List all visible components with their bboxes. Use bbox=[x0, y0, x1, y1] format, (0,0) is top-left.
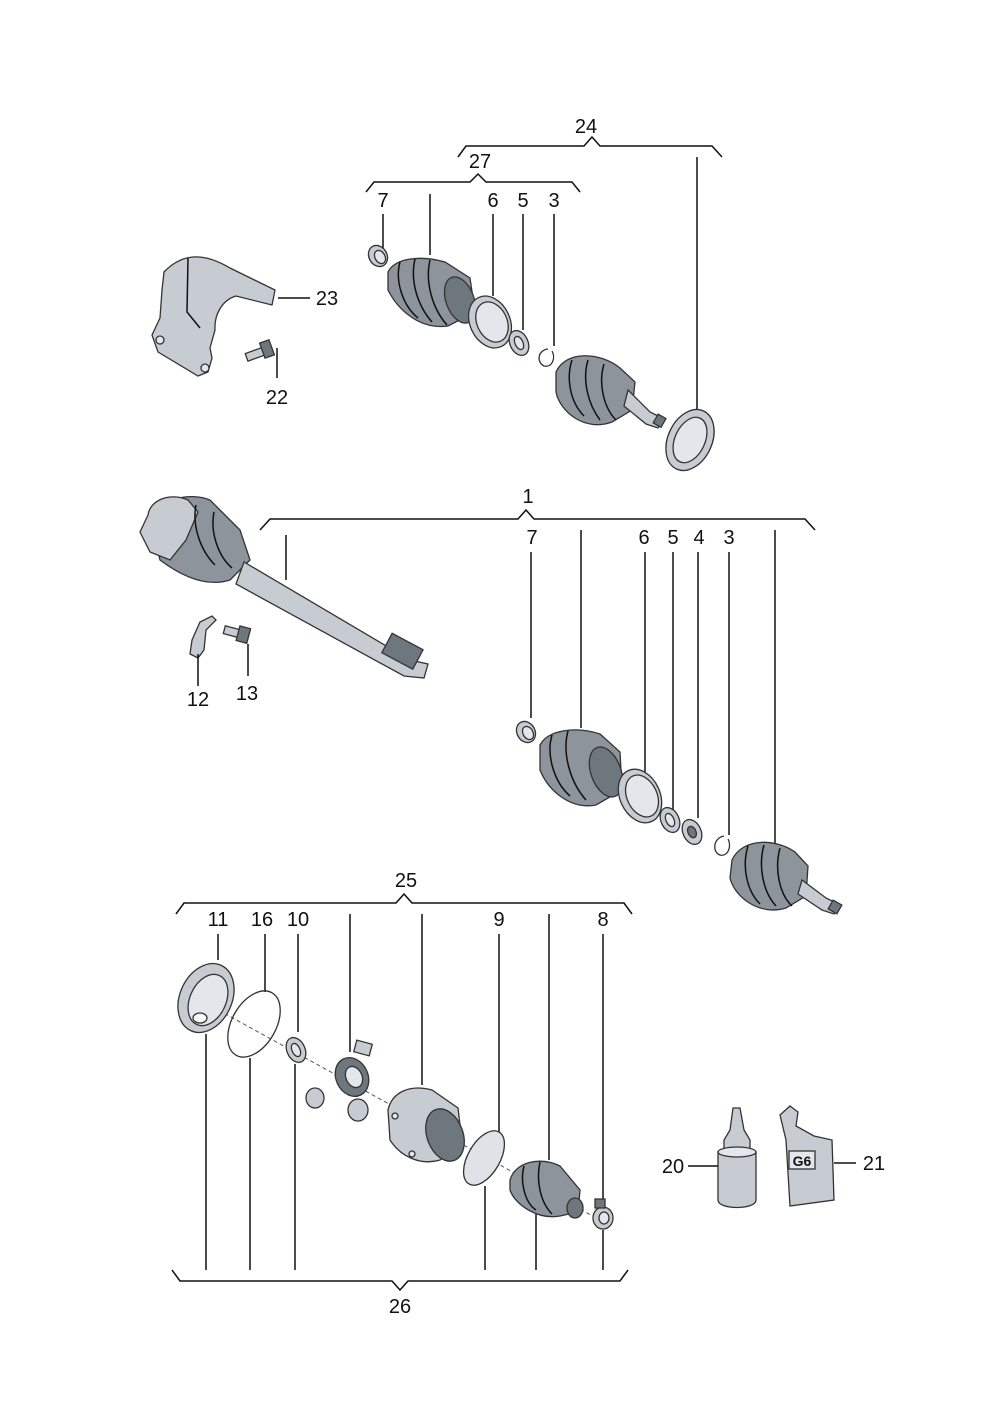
label-7-top: 7 bbox=[377, 190, 388, 212]
boot-ring-11 bbox=[177, 962, 235, 1034]
washer-5-top bbox=[508, 329, 530, 357]
label-26: 26 bbox=[389, 1296, 411, 1318]
label-27: 27 bbox=[469, 151, 491, 173]
drive-shaft-1 bbox=[139, 496, 429, 679]
label-23: 23 bbox=[316, 288, 338, 310]
label-20: 20 bbox=[662, 1156, 684, 1178]
label-24: 24 bbox=[575, 116, 597, 138]
bracket-25 bbox=[175, 892, 633, 915]
washer-5-mid bbox=[659, 806, 681, 834]
label-3-top: 3 bbox=[548, 190, 559, 212]
label-25: 25 bbox=[395, 870, 417, 892]
label-11: 11 bbox=[208, 909, 229, 931]
circlip-3-mid bbox=[714, 835, 731, 856]
large-clamp-6-top bbox=[467, 295, 513, 349]
label-12: 12 bbox=[187, 689, 209, 711]
seal-ring-24 bbox=[665, 408, 715, 472]
bracket-1 bbox=[259, 508, 816, 531]
label-7-mid: 7 bbox=[526, 527, 537, 549]
cv-boot-mid bbox=[539, 729, 624, 807]
label-13: 13 bbox=[236, 683, 258, 705]
joint-housing bbox=[387, 1087, 465, 1163]
bracket-24 bbox=[457, 135, 723, 158]
o-ring-16 bbox=[227, 990, 281, 1058]
leader-lines-bottom-top bbox=[217, 914, 604, 1200]
washer-10 bbox=[285, 1036, 307, 1064]
grease-tube-21: G6 bbox=[779, 1105, 835, 1207]
label-6-top: 6 bbox=[487, 190, 498, 212]
label-21: 21 bbox=[863, 1153, 885, 1175]
small-clamp-7-mid bbox=[515, 720, 537, 744]
bracket-12 bbox=[189, 615, 217, 659]
label-10: 10 bbox=[287, 909, 309, 931]
leader-lines-mid bbox=[530, 530, 776, 848]
heat-shield-23 bbox=[151, 256, 276, 377]
cv-boot-top bbox=[387, 257, 477, 328]
label-22: 22 bbox=[266, 387, 288, 409]
label-5-top: 5 bbox=[517, 190, 528, 212]
label-1: 1 bbox=[522, 486, 533, 508]
bolt-22 bbox=[244, 338, 276, 363]
clamp-9 bbox=[462, 1130, 506, 1186]
small-clamp-7-top bbox=[367, 244, 389, 268]
label-4-mid: 4 bbox=[693, 527, 704, 549]
bracket-26 bbox=[171, 1269, 629, 1292]
small-clamp-8 bbox=[592, 1198, 614, 1230]
bracket-27 bbox=[365, 172, 581, 193]
dished-washer-4-mid bbox=[681, 818, 703, 846]
label-16: 16 bbox=[251, 909, 273, 931]
label-3-mid: 3 bbox=[723, 527, 734, 549]
leader-lines-bottom-bottom bbox=[205, 1034, 604, 1270]
label-5-mid: 5 bbox=[667, 527, 678, 549]
tripod-spider bbox=[305, 1039, 374, 1122]
grease-bottle-20 bbox=[717, 1107, 757, 1209]
bolt-13 bbox=[222, 625, 252, 645]
leader-lines-top bbox=[382, 157, 698, 415]
label-8: 8 bbox=[597, 909, 608, 931]
large-clamp-6-mid bbox=[617, 768, 663, 824]
tube-label-g6: G6 bbox=[793, 1153, 812, 1169]
outer-cv-joint-top bbox=[555, 355, 667, 429]
outer-cv-joint-mid bbox=[729, 841, 843, 915]
circlip-3-top bbox=[538, 348, 555, 367]
cv-boot-bottom bbox=[509, 1160, 584, 1219]
label-9: 9 bbox=[493, 909, 504, 931]
label-6-mid: 6 bbox=[638, 527, 649, 549]
